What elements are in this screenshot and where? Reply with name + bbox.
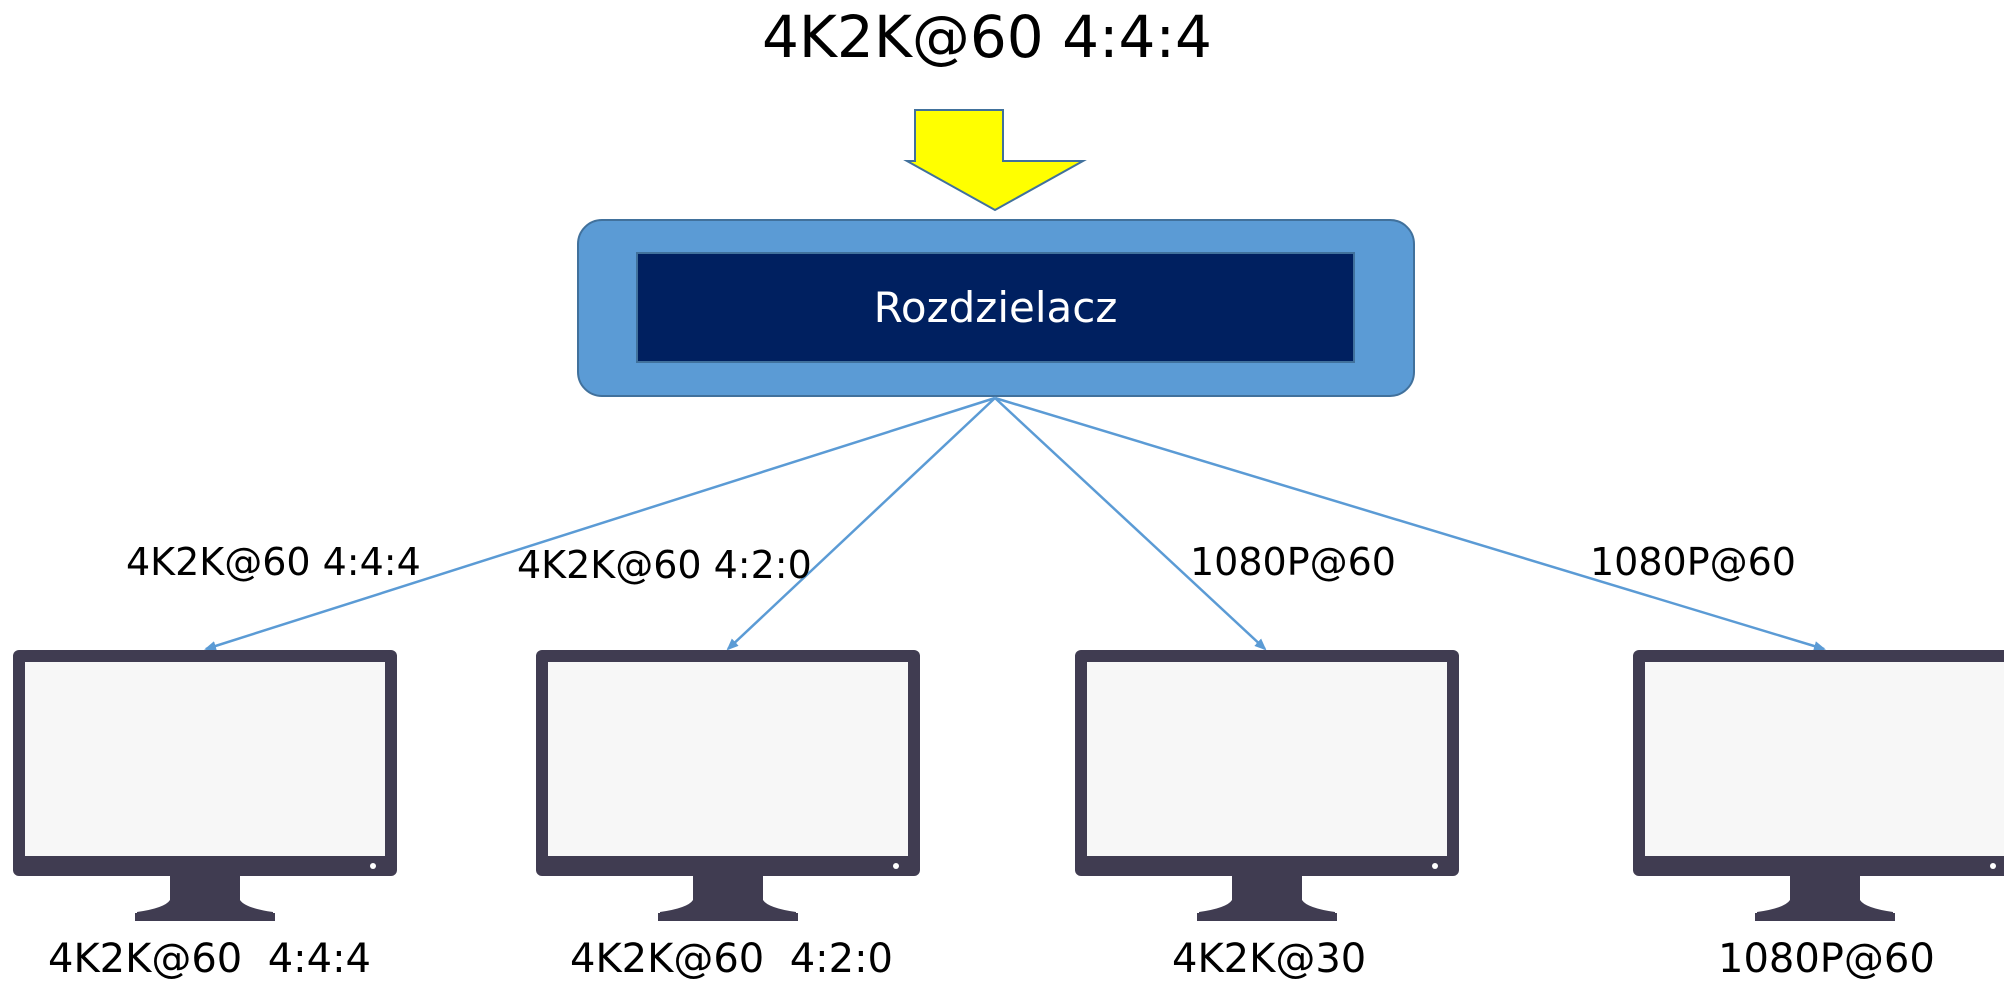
monitor-icon xyxy=(536,650,920,921)
link-label-2: 4K2K@60 4:2:0 xyxy=(517,543,812,587)
link-label-4: 1080P@60 xyxy=(1590,540,1796,584)
monitor-label-1: 4K2K@60 4:4:4 xyxy=(48,936,371,982)
link-line-3 xyxy=(994,397,1267,651)
splitter-label: Rozdzielacz xyxy=(873,283,1118,332)
link-line-2 xyxy=(726,397,996,651)
monitor-icon xyxy=(1075,650,1459,921)
input-signal-label: 4K2K@60 4:4:4 xyxy=(762,3,1212,71)
link-label-1: 4K2K@60 4:4:4 xyxy=(126,540,421,584)
splitter-inner-box xyxy=(636,252,1355,363)
monitor-icon xyxy=(1633,650,2004,921)
monitor-icon xyxy=(13,650,397,921)
monitor-label-4: 1080P@60 xyxy=(1718,936,1935,982)
link-line-1 xyxy=(204,396,996,651)
link-label-3: 1080P@60 xyxy=(1190,540,1396,584)
input-arrow xyxy=(903,109,1087,212)
monitor-label-3: 4K2K@30 xyxy=(1172,936,1367,982)
link-line-4 xyxy=(994,396,1826,651)
monitor-label-2: 4K2K@60 4:2:0 xyxy=(570,936,893,982)
